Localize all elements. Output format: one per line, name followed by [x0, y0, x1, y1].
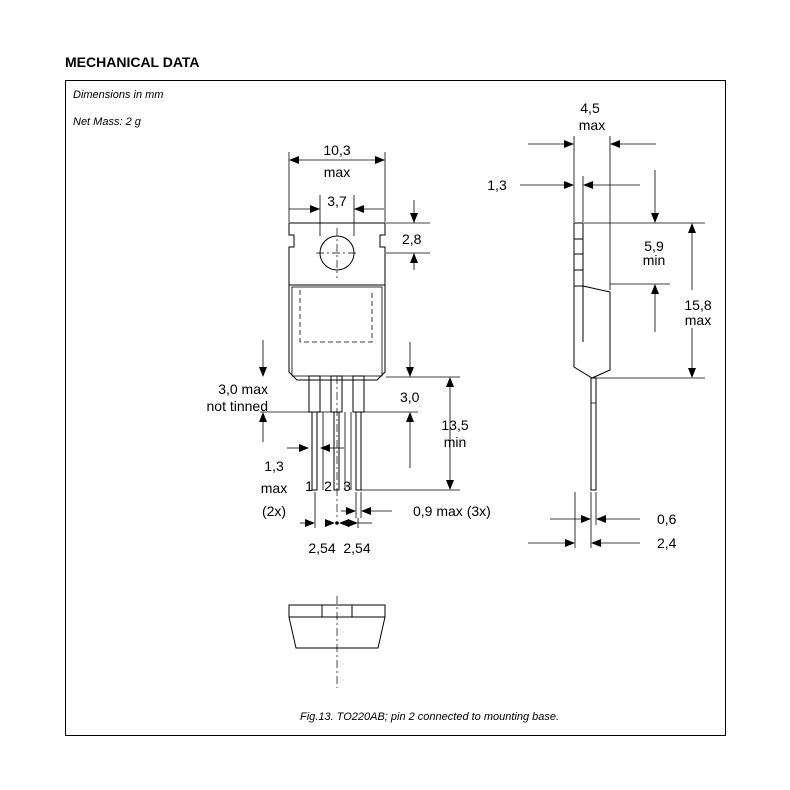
dim-lead-width-value: 1,3 [264, 458, 284, 474]
dim-tab-length-value: 5,9 [644, 238, 664, 254]
package-body [288, 285, 386, 381]
dim-lead-offset: 2,4 [657, 535, 677, 551]
dim-lead-thickness: 0,9 max (3x) [413, 503, 491, 519]
side-body [573, 285, 611, 379]
front-view: 10,3 max 3,7 2,8 3,0 max not tinned 3 [207, 142, 491, 556]
dim-tab-length-qual: min [643, 252, 666, 268]
molded-outline [299, 290, 373, 343]
dim-pitch-right: 2,54 [343, 540, 370, 556]
bottom-view [288, 596, 386, 688]
figure-caption: Fig.13. TO220AB; pin 2 connected to moun… [300, 711, 560, 723]
dim-width-qual: max [324, 164, 350, 180]
drawing-frame [65, 80, 726, 736]
dim-lead-length-qual: min [444, 434, 467, 450]
dim-lead-t: 0,6 [657, 511, 677, 527]
dim-tab-thickness: 1,3 [487, 177, 507, 193]
leads [308, 375, 365, 491]
dim-lead-width-count: (2x) [262, 503, 286, 519]
dim-untinned-qual: not tinned [207, 398, 269, 414]
section-title: MECHANICAL DATA [65, 54, 200, 70]
dim-width-value: 10,3 [323, 142, 350, 158]
pin-2-label: 2 [324, 478, 332, 494]
dim-thickness-value: 4,5 [580, 100, 600, 116]
dim-height-value: 15,8 [684, 297, 711, 313]
dim-height-qual: max [685, 312, 711, 328]
dim-pitch-left: 2,54 [308, 540, 335, 556]
side-view: 4,5 max 1,3 5,9 min 15,8 max 0,6 [487, 100, 712, 551]
dim-untinned-value: 3,0 max [218, 381, 268, 397]
dim-thickness-qual: max [579, 117, 605, 133]
net-mass-note: Net Mass: 2 g [73, 116, 141, 128]
dim-lead-width-qual: max [261, 480, 287, 496]
dim-body-to-lead: 3,0 [400, 389, 420, 405]
dimensions-note: Dimensions in mm [73, 89, 164, 101]
dim-hole: 3,7 [327, 193, 347, 209]
dim-lead-length-value: 13,5 [441, 417, 468, 433]
pin-3-label: 3 [343, 478, 351, 494]
dim-tab-height: 2,8 [402, 231, 422, 247]
pin-1-label: 1 [305, 478, 313, 494]
